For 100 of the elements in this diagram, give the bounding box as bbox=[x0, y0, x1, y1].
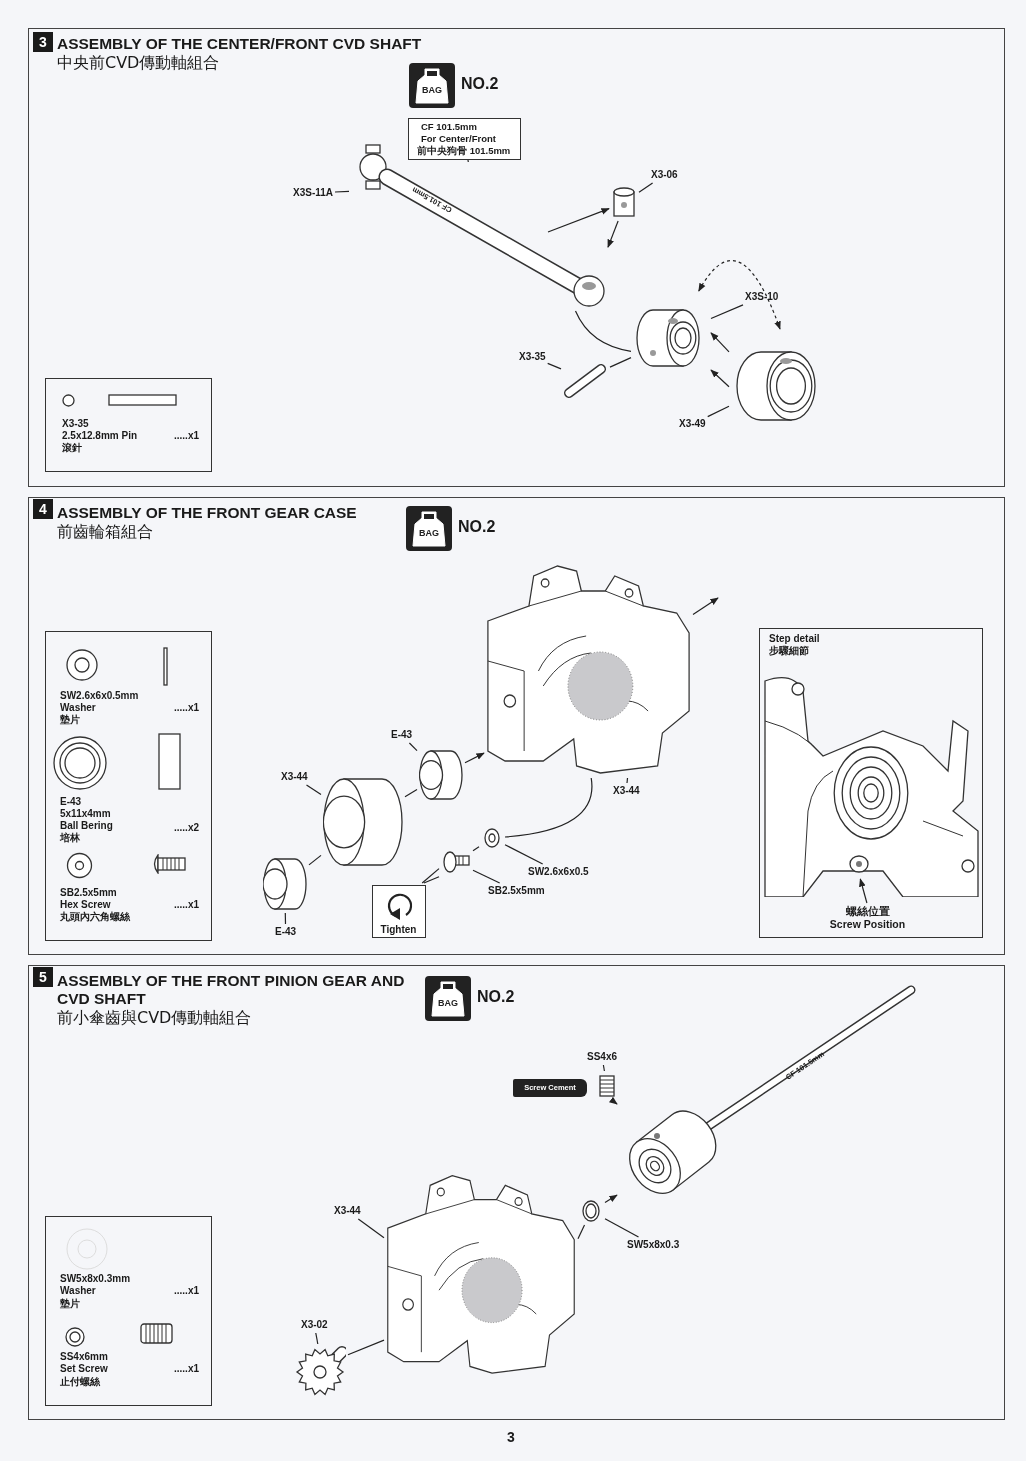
bag-number: NO.2 bbox=[458, 518, 496, 536]
step-panel bbox=[28, 965, 1005, 1420]
dashed-arrow bbox=[698, 260, 781, 330]
part-label: SB2.5x5mm bbox=[488, 885, 545, 897]
assembly-arrow bbox=[607, 220, 619, 248]
quantity-text: .....x1 bbox=[174, 430, 199, 442]
part-label: X3S-11A bbox=[293, 187, 334, 199]
part-description: Ball Bering bbox=[60, 820, 113, 832]
step-heading: ASSEMBLY OF THE FRONT GEAR CASE bbox=[57, 504, 358, 522]
callout-text: 前中央狗骨 101.5mm bbox=[417, 145, 511, 157]
part-description: Set Screw bbox=[60, 1363, 108, 1375]
step-panel bbox=[28, 497, 1005, 955]
page-number: 3 bbox=[507, 1430, 515, 1444]
part-number: SW5x8x0.3mm bbox=[60, 1273, 131, 1285]
part-label: SW5x8x0.3 bbox=[627, 1239, 680, 1251]
leader-line bbox=[472, 869, 501, 884]
bearing-drawing bbox=[263, 857, 307, 911]
step-number: 3 bbox=[33, 32, 53, 52]
assembly-arrow bbox=[547, 208, 610, 233]
step-number: 4 bbox=[33, 499, 53, 519]
part-description: Hex Screw bbox=[60, 899, 111, 911]
leader-line bbox=[305, 784, 322, 796]
assembly-line bbox=[609, 357, 632, 368]
screw-position-label: 螺絲位置 bbox=[844, 905, 891, 918]
bearing-holder-drawing bbox=[323, 777, 403, 867]
assembly-line bbox=[574, 310, 632, 352]
quantity-text: .....x1 bbox=[174, 702, 199, 714]
quantity-text: .....x1 bbox=[174, 899, 199, 911]
step-subheading: 前齒輪箱組合 bbox=[57, 522, 153, 541]
assembly-line bbox=[504, 777, 593, 838]
assembly-arrow bbox=[608, 1096, 618, 1105]
parts-list-box bbox=[45, 631, 212, 941]
detail-title: Step detail bbox=[769, 633, 820, 645]
part-description: 丸頭內六角螺絲 bbox=[60, 911, 130, 923]
part-number: SS4x6mm bbox=[60, 1351, 108, 1363]
bag-number: NO.2 bbox=[461, 75, 499, 93]
part-description: Washer bbox=[60, 1285, 96, 1297]
step-panel bbox=[28, 28, 1005, 487]
washer-drawing bbox=[579, 1199, 603, 1223]
assembly-arrow bbox=[692, 597, 719, 616]
part-number: X3-35 bbox=[62, 418, 89, 430]
washer-drawing bbox=[481, 827, 503, 849]
assembly-arrow bbox=[464, 752, 485, 764]
part-label: X3-49 bbox=[679, 418, 706, 430]
part-number: SW2.6x6x0.5mm bbox=[60, 690, 139, 702]
pinion-gear-drawing bbox=[294, 1346, 346, 1398]
part-description: 滾針 bbox=[62, 442, 82, 454]
part-number: E-43 bbox=[60, 796, 82, 808]
set-screw-drawing bbox=[611, 186, 637, 219]
screw-position-label: Screw Position bbox=[828, 918, 907, 931]
quantity-text: .....x1 bbox=[174, 1363, 199, 1375]
leader-line bbox=[707, 405, 730, 418]
step-heading: ASSEMBLY OF THE FRONT PINION GEAR AND CVD SHAFT bbox=[57, 972, 406, 1008]
bearing-drawing bbox=[419, 749, 463, 801]
leader-line bbox=[602, 1064, 605, 1072]
part-number: SB2.5x5mm bbox=[60, 887, 117, 899]
leader-line bbox=[604, 1218, 640, 1238]
assembly-line bbox=[308, 854, 322, 866]
part-label: E-43 bbox=[391, 729, 413, 741]
set-screw-drawing bbox=[597, 1073, 617, 1099]
part-description: 2.5x12.8mm Pin bbox=[62, 430, 138, 442]
part-label: SS4x6 bbox=[587, 1051, 618, 1063]
leader-line bbox=[334, 190, 350, 193]
bag-badge: BAG bbox=[406, 506, 452, 551]
part-label: X3-44 bbox=[613, 785, 640, 797]
assembly-arrow bbox=[859, 878, 868, 904]
leader-line bbox=[626, 777, 629, 784]
part-label: X3-02 bbox=[301, 1319, 328, 1331]
bag-badge: BAG bbox=[425, 976, 471, 1021]
callout-box bbox=[408, 118, 521, 160]
part-description: 培林 bbox=[60, 832, 80, 844]
tighten-text: Tighten bbox=[379, 924, 418, 936]
parts-list-box bbox=[45, 1216, 212, 1406]
assembly-arrow bbox=[710, 369, 730, 388]
quantity-text: .....x2 bbox=[174, 822, 199, 834]
leader-line bbox=[408, 742, 418, 752]
part-label: SW2.6x6x0.5 bbox=[528, 866, 589, 878]
step-subheading: 中央前CVD傳動軸組合 bbox=[57, 53, 220, 72]
quantity-text: .....x1 bbox=[174, 1285, 199, 1297]
assembly-line bbox=[404, 788, 418, 798]
detail-title: 步驟細節 bbox=[769, 645, 809, 657]
leader-line bbox=[547, 362, 562, 370]
part-description: 止付螺絲 bbox=[60, 1376, 100, 1388]
assembly-line bbox=[347, 1339, 385, 1356]
detail-inset bbox=[759, 628, 983, 938]
callout-text: CF 101.5mm bbox=[421, 121, 477, 133]
part-description: 墊片 bbox=[60, 1298, 80, 1310]
parts-list-box bbox=[45, 378, 212, 472]
callout-box bbox=[372, 885, 426, 938]
part-description: Washer bbox=[60, 702, 96, 714]
step-number: 5 bbox=[33, 967, 53, 987]
part-description: 墊片 bbox=[60, 714, 80, 726]
part-label: X3-35 bbox=[519, 351, 546, 363]
leader-line bbox=[638, 182, 654, 193]
step-heading: ASSEMBLY OF THE CENTER/FRONT CVD SHAFT bbox=[57, 35, 423, 53]
leader-line bbox=[357, 1218, 385, 1239]
callout-text: For Center/Front bbox=[421, 133, 496, 145]
leader-line bbox=[315, 1332, 319, 1345]
bag-badge: BAG bbox=[409, 63, 455, 108]
part-label: X3-06 bbox=[651, 169, 678, 181]
